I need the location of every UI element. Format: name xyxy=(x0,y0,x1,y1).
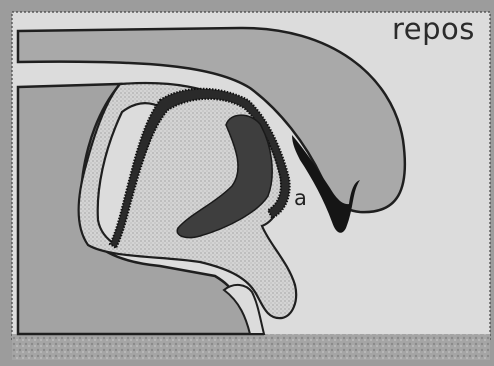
title-label: repos xyxy=(392,12,475,46)
bottom-strip xyxy=(12,334,490,360)
point-a-label: a xyxy=(294,186,307,210)
